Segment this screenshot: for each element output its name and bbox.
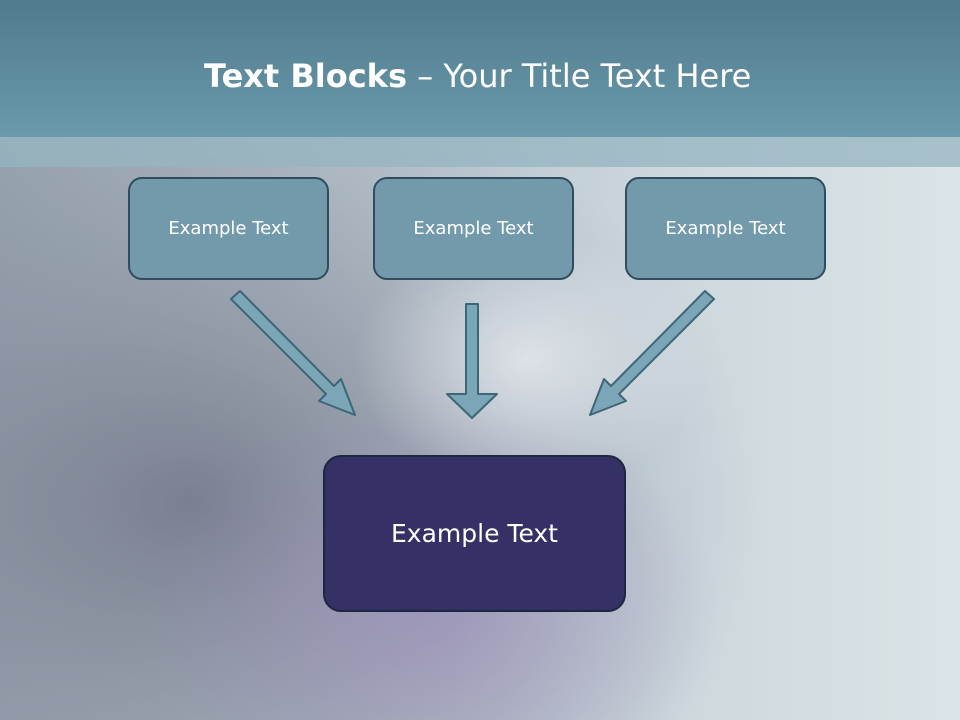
title-rest: Your Title Text Here	[443, 57, 752, 95]
arrow-down-icon	[446, 303, 498, 419]
main-text-block-label: Example Text	[391, 519, 558, 548]
title-separator: –	[407, 57, 444, 95]
text-block-2-label: Example Text	[413, 218, 534, 239]
header-band	[0, 137, 960, 167]
text-block-1-label: Example Text	[168, 218, 289, 239]
title-bold: Text Blocks	[204, 57, 407, 95]
text-block-1: Example Text	[128, 177, 329, 280]
slide-title: Text Blocks – Your Title Text Here	[204, 56, 751, 96]
header-bar	[0, 0, 960, 137]
text-block-3-label: Example Text	[665, 218, 786, 239]
arrow-left-icon	[230, 290, 356, 416]
main-text-block: Example Text	[323, 455, 626, 612]
text-block-3: Example Text	[625, 177, 826, 280]
arrow-right-icon	[589, 290, 715, 416]
text-block-2: Example Text	[373, 177, 574, 280]
